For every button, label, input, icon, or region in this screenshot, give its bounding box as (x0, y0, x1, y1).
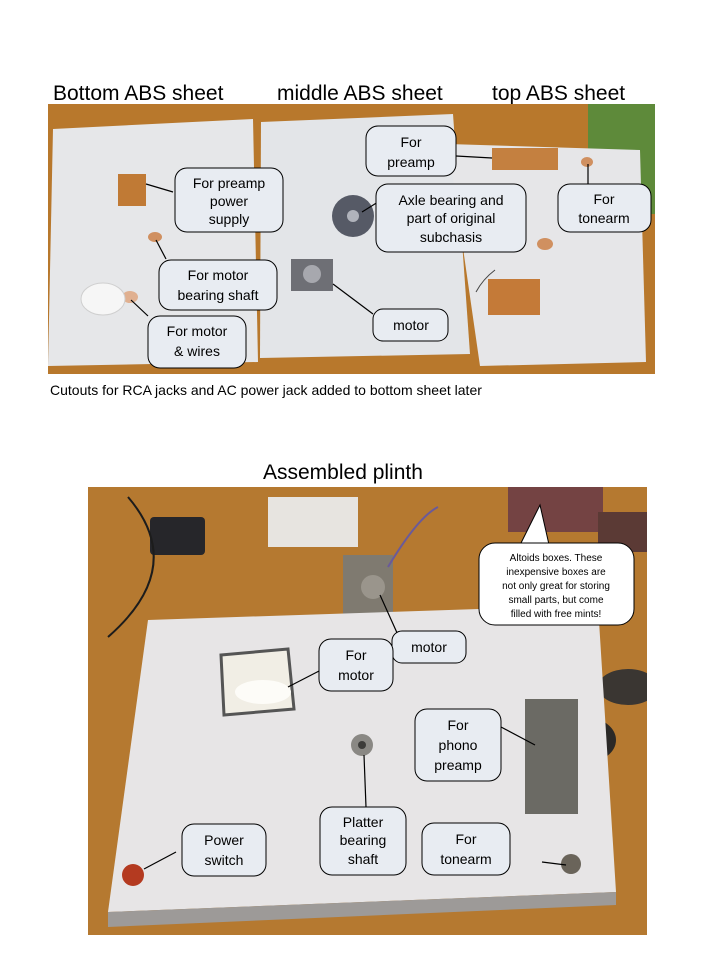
callout-tonearm-bottom-line-1: For (456, 831, 477, 847)
top-sheet-heading: top ABS sheet (492, 82, 626, 105)
callout-motor-bearing: For motor bearing shaft (158, 259, 278, 311)
callout-altoids-line-2: inexpensive boxes are (506, 567, 606, 578)
callout-preamp-line-2: preamp (387, 154, 435, 170)
callout-motor-top: motor (372, 308, 449, 342)
callout-tonearm-bottom-line-2: tonearm (440, 851, 491, 867)
callout-motor-wires-line-1: For motor (167, 323, 228, 339)
callout-motor-top-label: motor (393, 317, 429, 333)
abs-sheets-photo: For preamp power supply For motor bearin… (48, 104, 655, 374)
callout-platter-bearing-line-1: Platter (343, 814, 384, 830)
callout-for-motor-line-1: For (346, 647, 367, 663)
callout-phono-preamp-line-3: preamp (434, 757, 482, 773)
callout-platter-bearing: Platter bearing shaft (319, 806, 407, 876)
callout-axle-bearing: Axle bearing and part of original subcha… (375, 183, 527, 253)
callout-motor-bottom: motor (391, 630, 467, 664)
callout-altoids-line-1: Altoids boxes. These (510, 553, 603, 564)
callout-power-switch: Power switch (181, 823, 267, 877)
callout-for-motor-line-2: motor (338, 667, 374, 683)
cutouts-caption: Cutouts for RCA jacks and AC power jack … (50, 382, 482, 398)
callout-axle-bearing-line-2: part of original (407, 210, 496, 226)
callout-platter-bearing-line-3: shaft (348, 851, 378, 867)
callout-altoids-line-3: not only great for storing (502, 581, 610, 592)
assembled-plinth-title: Assembled plinth (263, 461, 423, 484)
callout-altoids: Altoids boxes. These inexpensive boxes a… (478, 542, 635, 626)
callout-motor-wires-line-2: & wires (174, 343, 220, 359)
callout-tonearm-top: For tonearm (557, 183, 652, 233)
callout-for-motor: For motor (318, 638, 394, 692)
callout-preamp: For preamp (365, 125, 457, 177)
callout-motor-bottom-label: motor (411, 639, 447, 655)
callout-axle-bearing-line-1: Axle bearing and (398, 192, 503, 208)
callout-power-switch-line-1: Power (204, 832, 244, 848)
callout-tonearm-top-line-1: For (594, 191, 615, 207)
callout-phono-preamp-line-1: For (448, 717, 469, 733)
callout-preamp-power-line-1: For preamp (193, 175, 266, 191)
bottom-sheet-heading: Bottom ABS sheet (53, 82, 224, 105)
middle-sheet-heading: middle ABS sheet (277, 82, 443, 105)
assembled-plinth-photo: Altoids boxes. These inexpensive boxes a… (88, 487, 647, 935)
callout-altoids-line-5: filled with free mints! (511, 609, 602, 620)
callout-motor-bearing-line-1: For motor (188, 267, 249, 283)
callout-motor-wires: For motor & wires (147, 315, 247, 369)
callout-preamp-power: For preamp power supply (174, 167, 284, 233)
callout-altoids-line-4: small parts, but come (508, 595, 603, 606)
callout-tonearm-top-line-2: tonearm (578, 210, 629, 226)
callout-phono-preamp-line-2: phono (439, 737, 478, 753)
callout-preamp-line-1: For (401, 134, 422, 150)
callout-phono-preamp: For phono preamp (414, 708, 502, 782)
callout-motor-bearing-line-2: bearing shaft (178, 287, 259, 303)
callout-preamp-power-line-2: power (210, 193, 248, 209)
callout-tonearm-bottom: For tonearm (421, 822, 511, 876)
callout-axle-bearing-line-3: subchasis (420, 229, 482, 245)
callout-platter-bearing-line-2: bearing (340, 832, 387, 848)
callout-preamp-power-line-3: supply (209, 211, 249, 227)
callout-power-switch-line-2: switch (205, 852, 244, 868)
